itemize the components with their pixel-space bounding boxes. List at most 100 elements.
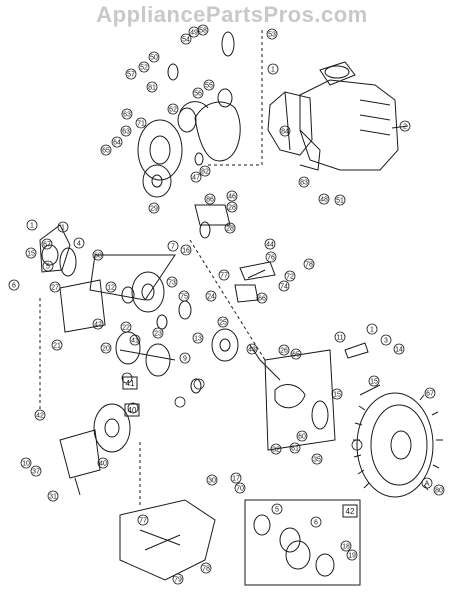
callout-61: 61 [291,446,299,453]
callout-77: 77 [139,518,147,525]
callout-37: 37 [32,469,40,476]
callout-22: 22 [122,325,130,332]
callout-74: 74 [280,284,288,291]
callout-41: 41 [131,338,139,345]
callout-1: 1 [370,327,374,334]
callout-30: 30 [208,478,216,485]
callout-28: 28 [228,205,236,212]
callout-55: 55 [205,83,213,90]
drive-shaft-group [115,204,239,394]
callout-68: 68 [94,253,102,260]
callout-6: 6 [12,283,16,290]
callout-42: 42 [94,322,102,329]
callout-16: 16 [182,248,190,255]
callout-47: 47 [192,175,200,182]
callout-27: 27 [51,285,59,292]
inset-box-42 [244,499,361,586]
callout-46: 46 [228,194,236,201]
callout-15: 15 [370,379,378,386]
box-40 [124,403,140,417]
callout-57: 57 [127,72,135,79]
callout-1: 1 [30,223,34,230]
callout-63: 63 [123,112,131,119]
callout-1: 1 [271,67,275,74]
callout-78: 78 [202,566,210,573]
callout-65: 65 [102,148,110,155]
callout-56: 56 [194,91,202,98]
callout-67: 67 [43,242,51,249]
callout-65: 65 [292,352,300,359]
frame-plate [249,342,381,451]
callout-10: 10 [22,461,30,468]
wheel-tire [353,392,443,498]
callout-60: 60 [298,434,306,441]
callout-13: 13 [194,336,202,343]
callout-42: 42 [36,413,44,420]
callout-73: 73 [168,280,176,287]
callout-17: 17 [232,476,240,483]
callout-53: 53 [268,32,276,39]
callout-76: 76 [267,255,275,262]
callout-40: 40 [99,461,107,468]
callout-83: 83 [300,180,308,187]
callout-70: 70 [236,486,244,493]
callout-35: 35 [313,457,321,464]
bottom-cover [119,499,216,581]
callout-1: 1 [61,225,65,232]
callout-63: 63 [122,129,130,136]
callout-58: 58 [199,28,207,35]
callout-43: 43 [248,347,256,354]
impeller-pulley [59,403,131,496]
callout-A: A [425,481,430,488]
callout-84: 84 [281,129,289,136]
belt-cover [267,91,313,156]
callout-5: 5 [275,507,279,514]
engine-assembly [299,61,409,171]
callout-49: 49 [190,30,198,37]
callout-54: 54 [182,37,190,44]
watermark: AppliancePartsPros.com [96,2,368,27]
callout-77: 77 [220,273,228,280]
callout-2: 2 [403,124,407,131]
box-42-small [342,504,358,518]
callout-19: 19 [348,553,356,560]
callout-66: 66 [258,296,266,303]
callout-62: 62 [169,107,177,114]
callout-20: 20 [102,346,110,353]
callout-79: 79 [174,577,182,584]
callout-11: 11 [336,335,343,342]
callout-7: 7 [171,244,175,251]
callout-81: 81 [148,85,156,92]
callout-52: 52 [140,65,148,72]
callout-6: 6 [314,520,318,527]
callout-5: 5 [46,264,50,271]
callout-78: 78 [305,262,313,269]
callout-67: 67 [426,391,434,398]
shift-bracket [234,261,276,303]
callout-31: 31 [49,494,57,501]
callout-48: 48 [320,197,328,204]
callout-15: 15 [333,392,341,399]
callout-28: 28 [226,226,234,233]
callout-32: 32 [272,447,280,454]
callout-50: 50 [150,55,158,62]
box-label-42: 42 [346,507,355,516]
callout-80: 80 [435,488,443,495]
callout-25: 25 [219,320,227,327]
box-41 [122,376,138,390]
callout-24: 24 [207,294,215,301]
callout-3: 3 [384,338,388,345]
callout-86: 86 [206,197,214,204]
callout-18: 18 [342,544,350,551]
callout-14: 14 [395,347,403,354]
callout-15: 15 [27,251,35,258]
callout-9: 9 [183,356,187,363]
left-housing [39,224,176,333]
callout-82: 82 [201,169,209,176]
callout-21: 21 [53,343,61,350]
pulley-belt-group [137,31,241,198]
callout-75: 75 [180,294,188,301]
callout-64: 64 [113,140,121,147]
box-label-41: 41 [126,379,135,388]
